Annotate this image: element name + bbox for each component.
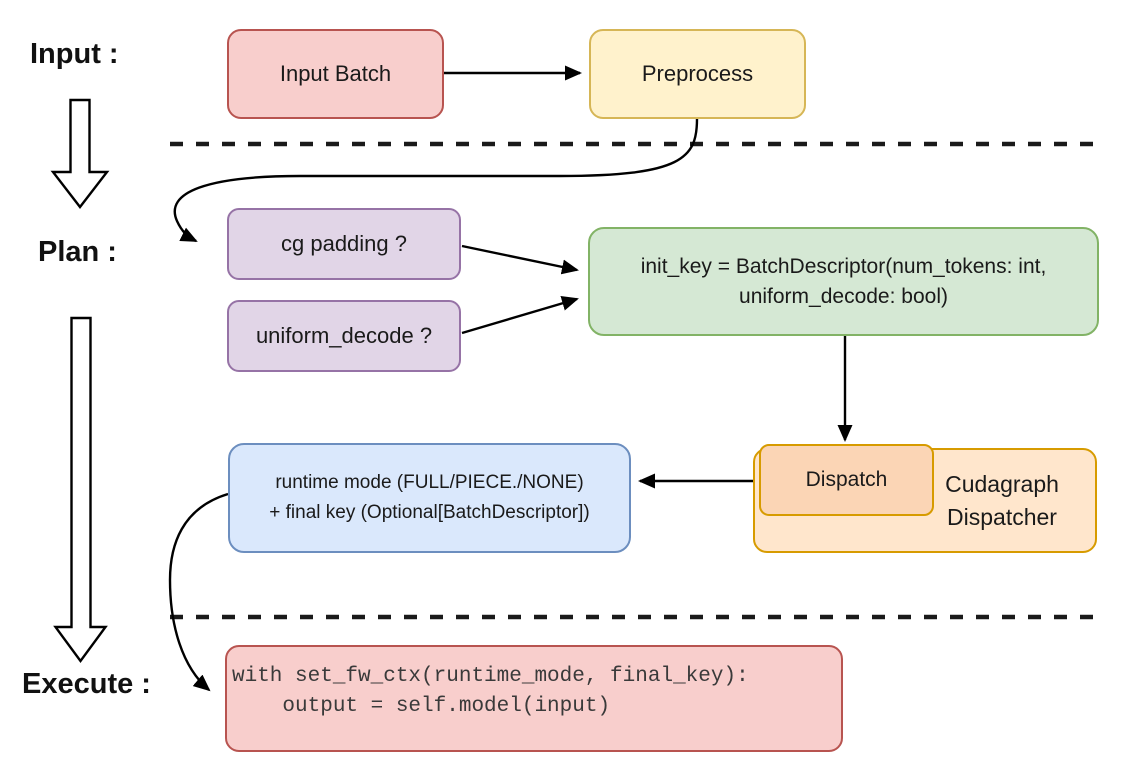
node-execute-code: with set_fw_ctx(runtime_mode, final_key)…: [225, 645, 843, 752]
edge-cg-padding-to-init-key: [461, 244, 579, 275]
node-uniform-decode-label: uniform_decode ?: [255, 323, 433, 348]
node-input-batch: Input Batch: [227, 29, 444, 119]
stage-flow-arrow-input-to-plan: [50, 98, 110, 209]
node-uniform-decode: uniform_decode ?: [227, 300, 461, 372]
edge-uniform-decode-to-init-key: [461, 296, 579, 335]
node-cudagraph-dispatcher-label: Cudagraph Dispatcher: [945, 470, 1059, 530]
execute-code-line1: with set_fw_ctx(runtime_mode, final_key)…: [232, 665, 749, 688]
node-init-key: init_key = BatchDescriptor(num_tokens: i…: [588, 227, 1099, 336]
node-runtime-mode-label-line2: + final key (Optional[BatchDescriptor]): [269, 502, 590, 523]
stage-label-input: Input :: [30, 38, 119, 70]
node-preprocess-label: Preprocess: [641, 61, 754, 86]
stage-label-execute: Execute :: [22, 668, 151, 700]
node-cg-padding: cg padding ?: [227, 208, 461, 280]
node-init-key-label-line2: uniform_decode: bool): [739, 284, 948, 308]
stage-flow-arrow-plan-to-execute: [53, 316, 108, 664]
edge-runtime-mode-to-execute-code: [168, 492, 229, 692]
node-dispatch: Dispatch: [759, 444, 934, 516]
node-runtime-mode-label-line1: runtime mode (FULL/PIECE./NONE): [275, 472, 584, 493]
node-input-batch-label: Input Batch: [279, 61, 392, 86]
node-runtime-mode: runtime mode (FULL/PIECE./NONE) + final …: [228, 443, 631, 553]
node-dispatch-label: Dispatch: [805, 468, 888, 491]
stage-label-plan: Plan :: [38, 236, 117, 268]
node-preprocess: Preprocess: [589, 29, 806, 119]
node-init-key-label-line1: init_key = BatchDescriptor(num_tokens: i…: [640, 254, 1047, 278]
node-cg-padding-label: cg padding ?: [281, 231, 407, 256]
execute-code-line2: output = self.model(input): [232, 695, 611, 718]
edge-preprocess-to-cg-padding: [173, 118, 699, 243]
